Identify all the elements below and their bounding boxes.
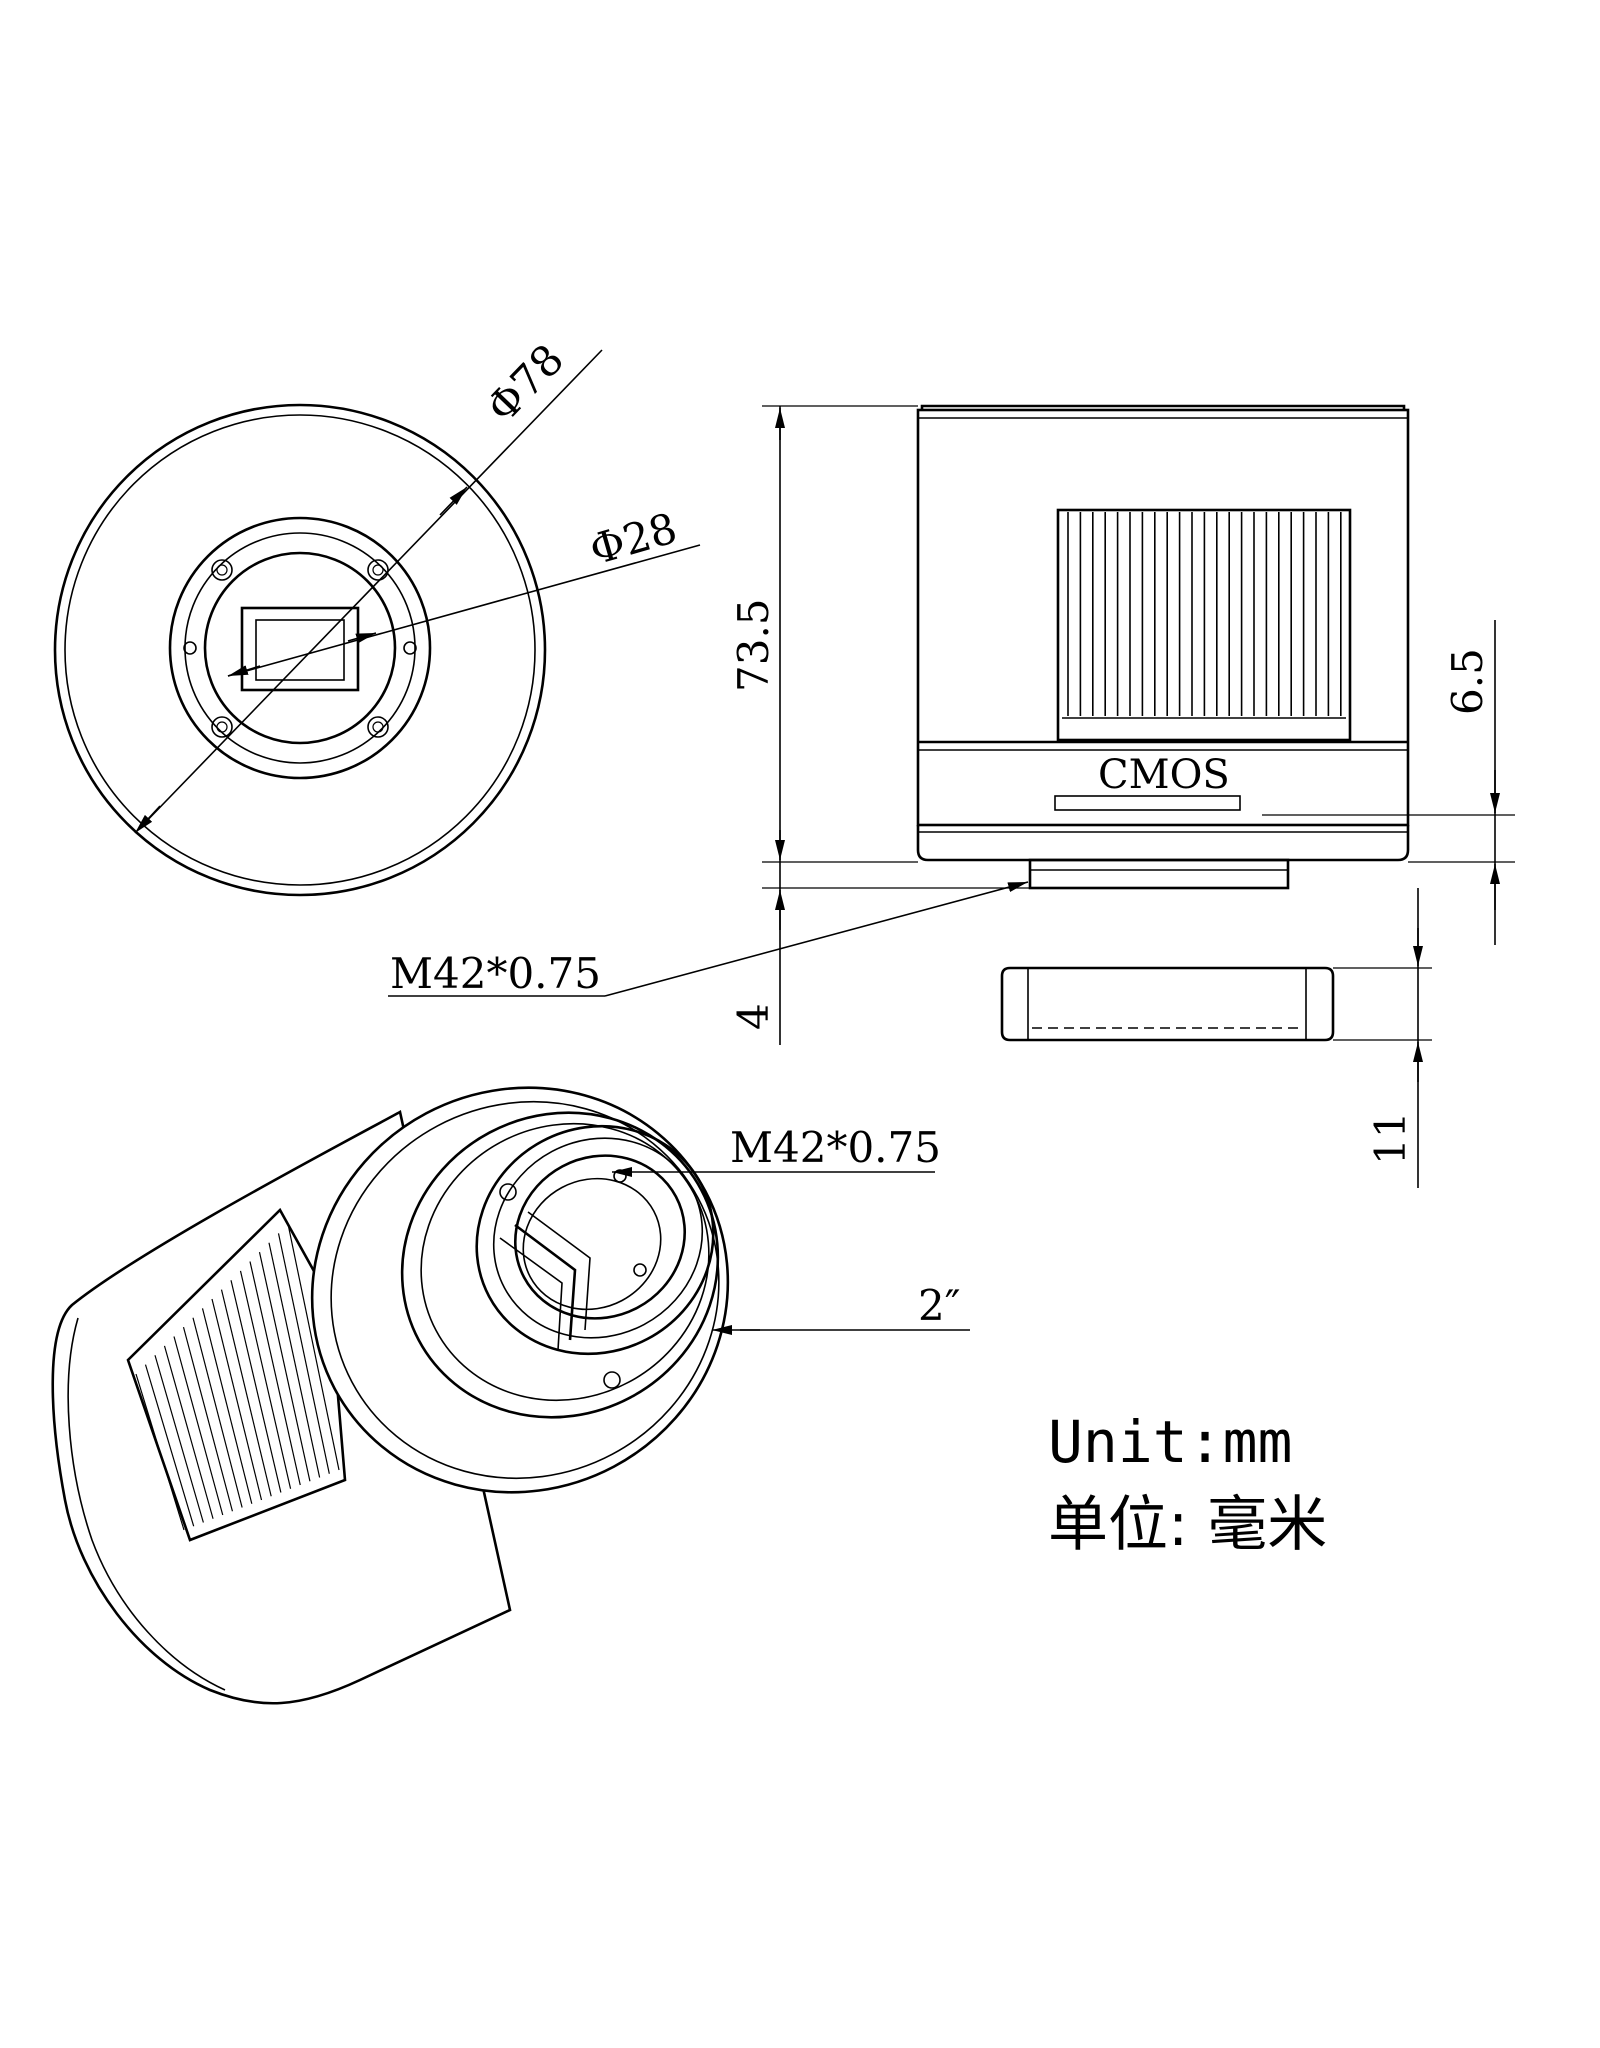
iso-heatsink-fin bbox=[277, 1233, 330, 1474]
iso-heatsink-fin bbox=[230, 1280, 282, 1493]
iso-heatsink-fin bbox=[163, 1345, 214, 1519]
iso-heatsink-fin bbox=[287, 1223, 340, 1471]
iso-front-ring bbox=[400, 1111, 720, 1419]
iso-heatsink-fins bbox=[135, 1223, 340, 1531]
iso-heatsink-fin bbox=[154, 1355, 204, 1523]
front-screws bbox=[183, 559, 417, 738]
iso-heatsink-fin bbox=[144, 1364, 195, 1527]
side-top-cap bbox=[920, 404, 1406, 410]
dim-line-inner-diameter bbox=[227, 544, 701, 677]
front-outer-body-inner-edge bbox=[64, 414, 536, 886]
iso-heatsink-fin bbox=[182, 1326, 234, 1512]
side-view: CMOS 73.5 4 M42*0.75 6.5 bbox=[388, 404, 1515, 1188]
iso-sensor bbox=[514, 1223, 577, 1341]
iso-heatsink-fin bbox=[173, 1336, 224, 1516]
dim-line-outer-diameter bbox=[137, 349, 603, 831]
front-outer-body bbox=[53, 403, 547, 897]
iso-barrel-label: 2″ bbox=[918, 1281, 960, 1330]
sensor-label: CMOS bbox=[1098, 752, 1230, 798]
side-body bbox=[916, 408, 1410, 827]
iso-body bbox=[51, 1110, 512, 1705]
iso-thread-label: M42*0.75 bbox=[730, 1123, 941, 1172]
iso-heatsink-fin bbox=[268, 1242, 321, 1478]
iso-heatsink-fin bbox=[220, 1289, 272, 1497]
front-sensor-chip bbox=[255, 619, 345, 681]
front-flange-outer bbox=[168, 516, 432, 780]
iso-heatsink-fin bbox=[258, 1251, 311, 1482]
flange-height-label: 4 bbox=[729, 1003, 778, 1030]
side-flange bbox=[1028, 858, 1290, 890]
sensor-offset-label: 6.5 bbox=[1443, 648, 1492, 715]
height-label: 73.5 bbox=[729, 598, 778, 692]
front-sensor-window bbox=[240, 606, 360, 692]
side-adapter bbox=[1000, 966, 1335, 1042]
adapter-height-label: 11 bbox=[1366, 1112, 1415, 1165]
side-sensor-plane bbox=[1054, 795, 1241, 811]
iso-heatsink-fin bbox=[239, 1270, 292, 1489]
inner-diameter-label: Φ28 bbox=[584, 503, 682, 574]
iso-front-face bbox=[310, 1086, 730, 1494]
side-heatsink bbox=[1056, 508, 1352, 742]
iso-mount-inner bbox=[513, 1154, 687, 1320]
unit-english: Unit:mm bbox=[1048, 1408, 1292, 1476]
iso-heatsink-fin bbox=[201, 1308, 253, 1504]
iso-mount-outer bbox=[475, 1124, 715, 1356]
unit-chinese: 单位: 毫米 bbox=[1048, 1490, 1327, 1560]
iso-view: M42*0.75 2″ bbox=[51, 1086, 970, 1705]
iso-heatsink-fin bbox=[249, 1261, 301, 1486]
outer-diameter-label: Φ78 bbox=[477, 335, 573, 432]
front-flange-ring bbox=[184, 532, 416, 764]
flange-thread-label: M42*0.75 bbox=[390, 949, 601, 998]
iso-heatsink-fin bbox=[192, 1317, 243, 1508]
front-flange-inner bbox=[203, 551, 397, 745]
iso-heatsink-fin bbox=[211, 1298, 263, 1501]
front-view: Φ78 Φ28 bbox=[53, 335, 701, 897]
side-heatsink-fins bbox=[1067, 512, 1342, 716]
